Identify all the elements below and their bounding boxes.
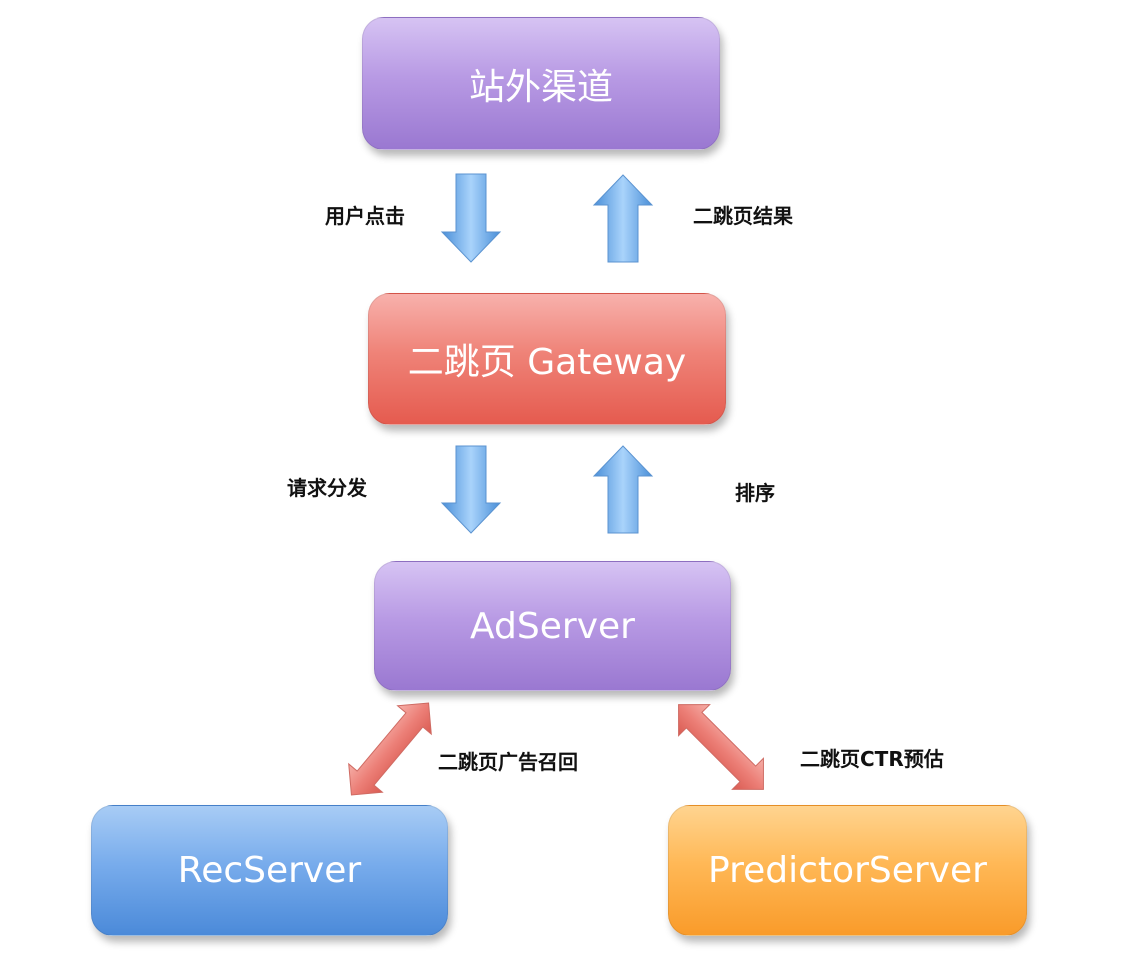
edge-label-sort: 排序 bbox=[735, 481, 775, 505]
node-recserver-label: RecServer bbox=[177, 850, 362, 891]
node-predictorserver-label: PredictorServer bbox=[708, 850, 987, 891]
edge-label-ad-recall: 二跳页广告召回 bbox=[438, 750, 578, 774]
arrow-up-sort bbox=[592, 445, 654, 534]
node-adserver: AdServer bbox=[374, 561, 731, 691]
node-offsite-channel-label: 站外渠道 bbox=[468, 66, 613, 108]
node-gateway-label: 二跳页 Gateway bbox=[407, 342, 687, 383]
node-recserver: RecServer bbox=[91, 805, 448, 936]
node-offsite-channel: 站外渠道 bbox=[362, 17, 720, 150]
arrow-down-user-click bbox=[440, 173, 502, 263]
edge-label-ctr-estimate: 二跳页CTR预估 bbox=[800, 747, 944, 771]
edge-label-result: 二跳页结果 bbox=[693, 204, 793, 228]
node-gateway: 二跳页 Gateway bbox=[368, 293, 726, 425]
node-predictorserver: PredictorServer bbox=[668, 805, 1027, 936]
edge-label-user-click: 用户点击 bbox=[325, 204, 405, 228]
edge-label-request-dispatch: 请求分发 bbox=[287, 476, 367, 500]
arrow-up-result bbox=[592, 174, 654, 263]
arrow-down-request-dispatch bbox=[440, 445, 502, 534]
arrow-double-ctr-estimate bbox=[678, 704, 764, 790]
node-adserver-label: AdServer bbox=[470, 605, 635, 647]
arrow-double-ad-recall bbox=[348, 702, 432, 796]
